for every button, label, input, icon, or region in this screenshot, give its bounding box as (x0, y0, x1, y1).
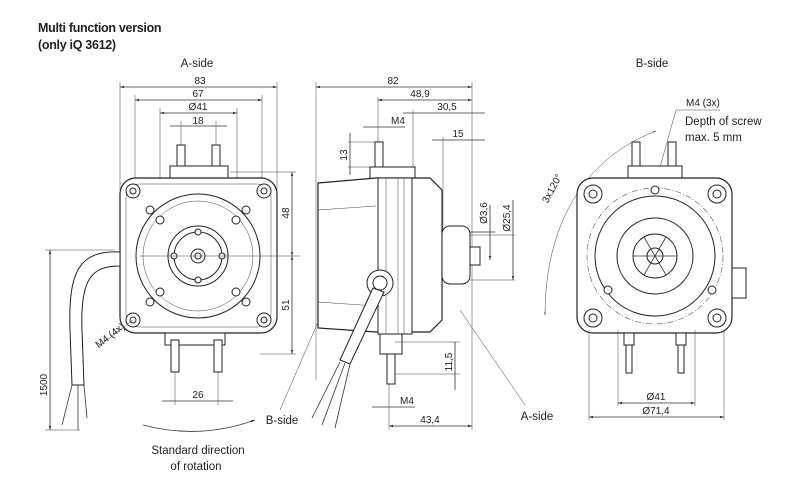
dim-26: 26 (192, 390, 204, 401)
dim-11-5: 11,5 (444, 352, 455, 371)
dim-hub-dia: Ø25,4 (502, 204, 513, 232)
pin-bottom-left (170, 339, 180, 373)
dim-43-4: 43,4 (420, 415, 440, 426)
b-side-label: B-side (636, 58, 669, 70)
dim-48: 48 (281, 207, 292, 219)
dim-41: Ø41 (189, 102, 208, 113)
a-side-view: A-side 83 67 Ø41 18 (39, 58, 300, 473)
dim-shaft-dia: Ø3,6 (479, 202, 490, 224)
side-view: 82 48,9 30,5 15 M4 13 (266, 76, 554, 430)
dim-48-9: 48,9 (410, 89, 430, 100)
dim-82: 82 (387, 76, 399, 87)
rotation-arrow (142, 419, 256, 432)
mount-screw-note: M4 (4x) (94, 321, 127, 351)
rotation-note-line-1: Standard direction (151, 445, 244, 457)
screw-note-line-2: Depth of screw (685, 116, 762, 128)
b-side-pointer-label: B-side (266, 415, 299, 427)
title-line-1: Multi function version (38, 21, 162, 35)
thread-m4-bottom: M4 (400, 396, 414, 407)
hub (441, 225, 471, 285)
dim-b-71-4: Ø71,4 (642, 406, 670, 417)
angle-arc (544, 130, 657, 316)
screw-note-line-3: max. 5 mm (685, 132, 742, 144)
angle-label: 3x120° (541, 172, 565, 205)
a-side-label: A-side (181, 58, 214, 70)
cable (69, 251, 121, 386)
dim-83: 83 (194, 76, 206, 87)
title-line-2: (only iQ 3612) (38, 38, 116, 52)
rotation-note-line-2: of rotation (170, 461, 221, 473)
dim-18: 18 (192, 116, 204, 127)
pin-bottom-right (213, 339, 223, 373)
a-side-pointer-label: A-side (521, 411, 554, 423)
drawing-title: Multi function version (only iQ 3612) (38, 20, 162, 54)
dim-67: 67 (192, 89, 204, 100)
thread-m4-top: M4 (391, 116, 405, 127)
dim-13: 13 (339, 149, 350, 161)
b-side-view: B-side M4 (3x) Depth of screw max. 5 mm … (541, 58, 762, 420)
screw-note-line-1: M4 (3x) (686, 98, 720, 109)
dim-30-5: 30,5 (437, 102, 457, 113)
dim-15: 15 (452, 129, 464, 140)
dim-1500: 1500 (39, 373, 50, 396)
dim-b-41: Ø41 (647, 392, 666, 403)
dim-51: 51 (281, 299, 292, 311)
